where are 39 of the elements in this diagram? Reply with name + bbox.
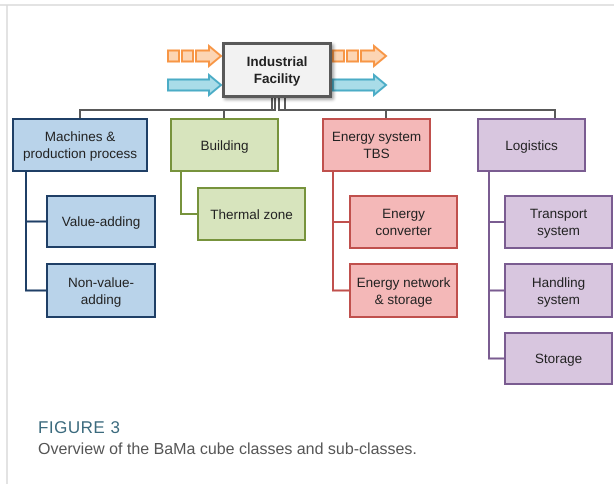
- facility-box: [222, 42, 332, 98]
- flow-arrow: [167, 72, 223, 98]
- connector-line: [488, 172, 504, 360]
- subclass-box: [349, 263, 458, 318]
- node-label: Non-value-adding: [66, 274, 136, 308]
- node-label: Industrial Facility: [246, 53, 308, 87]
- subclass-box: [46, 195, 156, 248]
- node-label: Machines & production process: [22, 128, 138, 162]
- class-box: [322, 118, 431, 172]
- node-label: Handling system: [530, 274, 586, 308]
- node-label: Value-adding: [62, 213, 140, 230]
- node-label: Energy system TBS: [330, 128, 422, 162]
- node-label: Logistics: [505, 136, 558, 154]
- subclass-box: [197, 187, 306, 241]
- flow-arrow: [167, 44, 223, 68]
- connector-line: [223, 98, 276, 118]
- connector-line: [284, 98, 556, 118]
- caption: Overview of the BaMa cube classes and sub-classes.: [38, 441, 417, 459]
- subclass-box: [504, 263, 613, 318]
- node-label: Storage: [534, 350, 582, 367]
- class-box: [170, 118, 279, 172]
- node-label: Energy network & storage: [356, 274, 452, 308]
- subclass-box: [504, 332, 613, 385]
- connector-line: [25, 172, 46, 292]
- node-label: Building: [200, 136, 249, 154]
- node-label: Thermal zone: [210, 206, 293, 222]
- connector-line: [278, 98, 387, 118]
- subclass-box: [504, 195, 613, 249]
- figure-label: FIGURE 3: [38, 418, 120, 438]
- class-box: [12, 118, 148, 172]
- node-label: Transport system: [528, 205, 588, 239]
- node-label: Energy converter: [374, 205, 433, 239]
- subclass-box: [46, 263, 156, 318]
- connector-line: [180, 172, 197, 215]
- flow-arrow: [332, 72, 388, 98]
- connector-line: [79, 98, 273, 118]
- class-box: [477, 118, 586, 172]
- subclass-box: [349, 195, 458, 249]
- flow-arrow: [332, 44, 388, 68]
